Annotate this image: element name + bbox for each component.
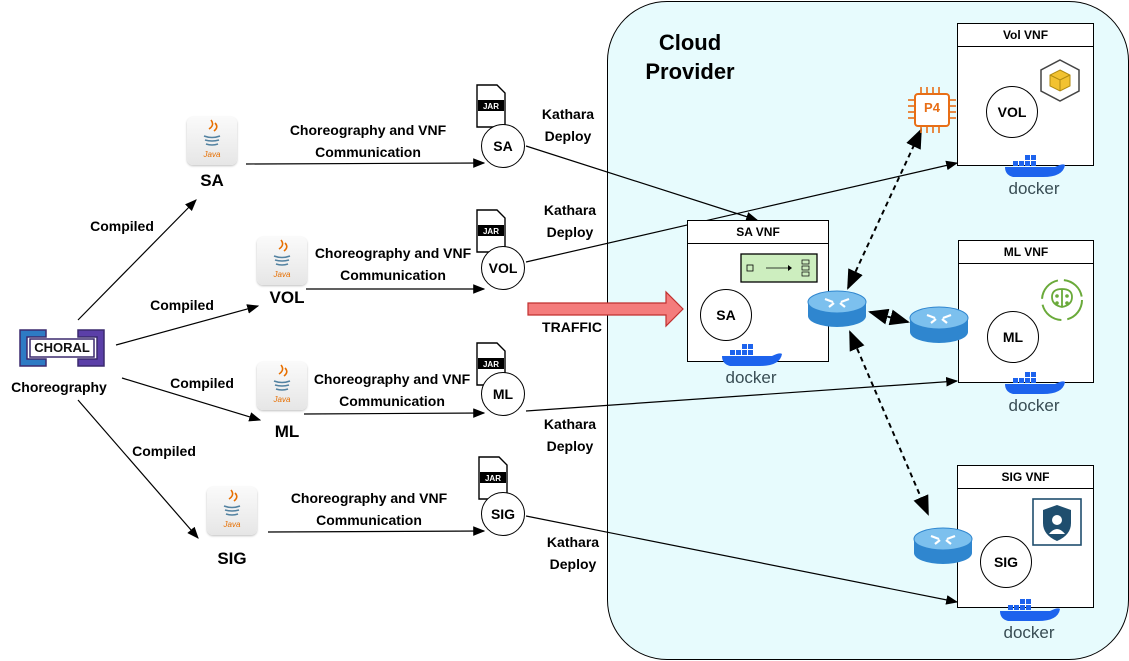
sig-vnf-title: SIG VNF	[958, 466, 1093, 489]
ml-vnf-box: ML VNF ML	[958, 240, 1094, 383]
sa-vnf-process: SA	[700, 289, 752, 341]
component-name-sa: SA	[200, 171, 224, 190]
docker-logo-icon: docker	[1001, 370, 1067, 420]
compiled-arrow-ml	[121, 377, 262, 422]
deploy-arrow-sa	[525, 145, 759, 222]
compiled-arrow-vol	[115, 304, 260, 346]
jar-file-icon: JAR	[476, 84, 506, 128]
choral-logo: CHORAL	[16, 326, 108, 370]
svg-text:JAR: JAR	[483, 360, 499, 369]
java-icon: Java	[257, 362, 307, 410]
ai-brain-icon	[1037, 275, 1087, 325]
docker-wordmark: docker	[725, 368, 777, 387]
sa-vnf-title: SA VNF	[688, 221, 828, 244]
java-icon: Java	[187, 117, 237, 165]
java-icon: Java	[257, 237, 307, 285]
vol-vnf-process: VOL	[986, 86, 1038, 138]
vol-vnf-box: Vol VNF VOL	[957, 23, 1094, 166]
svg-text:Java: Java	[273, 270, 291, 279]
component-name-vol: VOL	[269, 288, 305, 307]
compiled-label-ml: Compiled	[170, 375, 234, 391]
svg-text:JAR: JAR	[485, 474, 501, 483]
java-icon: Java	[207, 487, 257, 535]
traffic-label: TRAFFIC	[542, 319, 602, 335]
svg-text:JAR: JAR	[483, 227, 499, 236]
p4-chip-icon: P4	[907, 86, 957, 134]
router-icon-central	[807, 290, 867, 328]
ml-vnf-process: ML	[987, 311, 1039, 363]
docker-wordmark: docker	[1008, 396, 1060, 415]
sig-vnf-process: SIG	[980, 536, 1032, 588]
docker-wordmark: docker	[1003, 623, 1055, 642]
artifact-circle-ml: ML	[481, 372, 525, 416]
deploy-arrow-sig	[525, 515, 959, 605]
security-shield-icon	[1032, 498, 1082, 546]
package-cube-icon	[1038, 57, 1082, 103]
comm-arrow-ml	[303, 408, 486, 418]
compiled-arrow-sig	[77, 399, 199, 539]
docker-wordmark: docker	[1008, 179, 1060, 198]
ml-vnf-title: ML VNF	[959, 241, 1093, 264]
traffic-arrow	[527, 290, 684, 328]
docker-logo-icon: docker	[718, 342, 784, 392]
link-router-ml	[868, 308, 910, 326]
choral-logo-text: CHORAL	[34, 340, 90, 355]
vol-vnf-title: Vol VNF	[958, 24, 1093, 47]
router-icon-sig	[913, 527, 973, 565]
p4-chip-label: P4	[924, 100, 940, 115]
firewall-device-icon	[740, 253, 818, 283]
svg-text:Java: Java	[223, 520, 241, 529]
svg-text:Java: Java	[203, 150, 221, 159]
docker-logo-icon: docker	[996, 597, 1062, 647]
docker-logo-icon: docker	[1001, 153, 1067, 203]
compiled-arrow-sa	[77, 199, 197, 321]
artifact-circle-sig: SIG	[481, 492, 525, 536]
sig-vnf-box: SIG VNF SIG	[957, 465, 1094, 608]
component-name-sig: SIG	[217, 549, 247, 568]
jar-file-icon: JAR	[476, 209, 506, 253]
svg-text:Java: Java	[273, 395, 291, 404]
compiled-label-vol: Compiled	[150, 297, 214, 313]
compiled-label-sa: Compiled	[90, 218, 154, 234]
comm-arrow-sig	[267, 526, 486, 536]
comm-arrow-sa	[245, 158, 486, 168]
link-router-sig	[849, 330, 929, 516]
sa-vnf-box: SA VNF SA	[687, 220, 829, 362]
compiled-label-sig: Compiled	[132, 443, 196, 459]
component-name-ml: ML	[274, 422, 300, 441]
link-router-p4	[847, 128, 922, 290]
artifact-circle-sa: SA	[481, 124, 525, 168]
choral-caption: Choreography	[11, 379, 107, 395]
jar-file-icon: JAR	[478, 456, 508, 500]
artifact-circle-vol: VOL	[481, 246, 525, 290]
router-icon-ml	[909, 306, 969, 344]
svg-text:JAR: JAR	[483, 102, 499, 111]
